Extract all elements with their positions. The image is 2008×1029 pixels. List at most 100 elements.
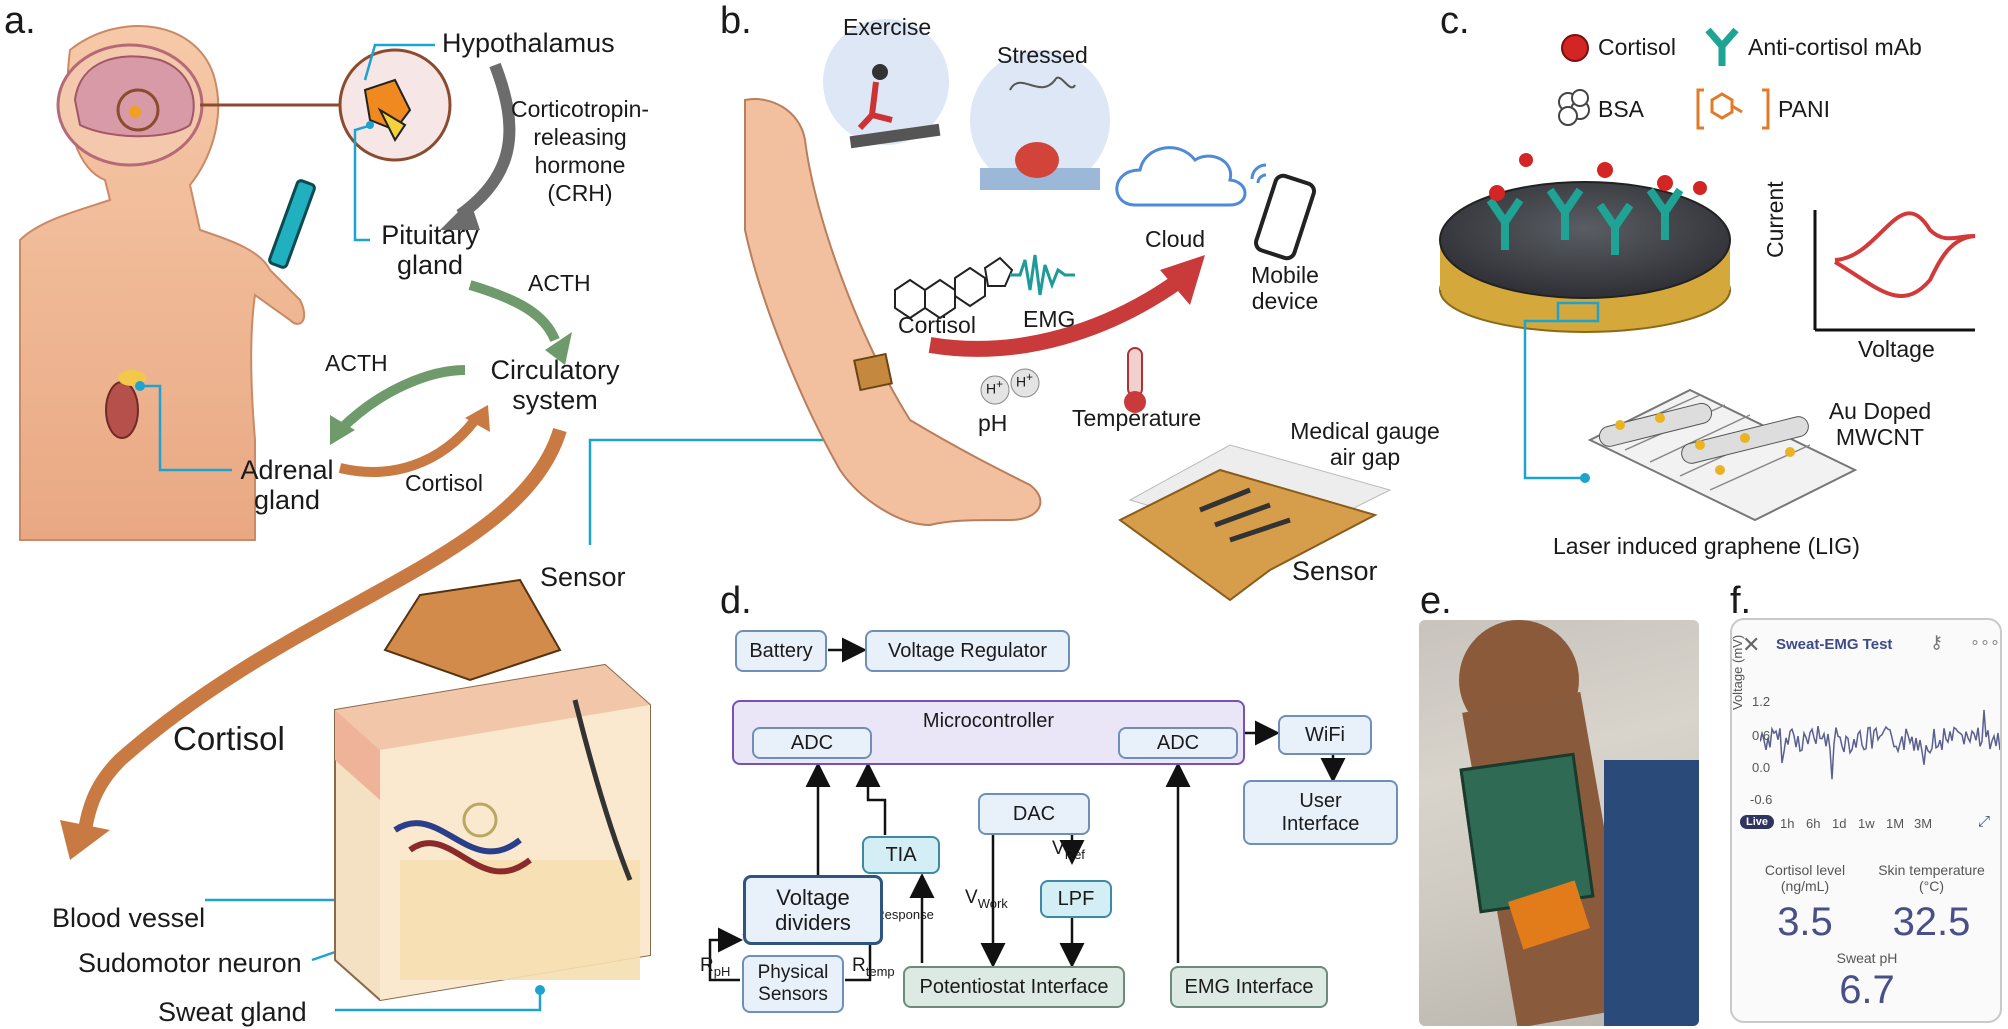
skin-temperature-value: 32.5	[1892, 900, 1971, 944]
vref-label: VRef	[1052, 838, 1085, 862]
temperature-label: Temperature	[1072, 405, 1202, 431]
app-title: Sweat-EMG Test	[1776, 636, 1893, 653]
acth-label-left: ACTH	[325, 350, 388, 376]
expand-icon[interactable]: ⤢	[1978, 813, 1991, 830]
antibody-legend-label: Anti-cortisol mAb	[1748, 34, 1922, 60]
key-icon[interactable]: ⚷	[1930, 632, 1944, 652]
graphene-mwcnt-illustration	[1587, 388, 1858, 522]
mobile-app-screen: ✕ Sweat-EMG Test ⚷ ∘∘∘ Voltage (mV) 1.2 …	[1730, 618, 2002, 1023]
sweat-ph-value: 6.7	[1839, 968, 1895, 1012]
cortisol-level-value: 3.5	[1777, 900, 1833, 944]
cv-plot	[1813, 210, 1976, 332]
rph-label: RpH	[700, 955, 731, 979]
block-diagram-wires	[708, 637, 1346, 982]
skin-temperature-label: Skin temperature(°C)	[1878, 862, 1985, 894]
tab-3m[interactable]: 3M	[1914, 816, 1933, 831]
panel-label-f: f.	[1730, 580, 1752, 622]
voltage-regulator-block: Voltage Regulator	[865, 630, 1070, 672]
close-icon[interactable]: ✕	[1742, 632, 1761, 657]
cortisol-small-label: Cortisol	[405, 470, 483, 496]
tab-1h[interactable]: 1h	[1780, 816, 1795, 831]
acth-arrow-right	[468, 280, 560, 343]
cloud-icon	[1115, 146, 1247, 207]
cortisol-legend-label: Cortisol	[1598, 34, 1676, 60]
dac-block: DAC	[978, 793, 1090, 835]
human-body-illustration	[19, 25, 316, 541]
antibody-legend-icon	[1705, 27, 1739, 66]
panel-label-d: d.	[720, 580, 752, 622]
adc-right-block: ADC	[1118, 727, 1238, 759]
cloud-label: Cloud	[1145, 226, 1206, 252]
cv-voltage-axis-label: Voltage	[1858, 336, 1935, 362]
cv-current-axis-label: Current	[1762, 181, 1788, 258]
cortisol-legend-icon	[1561, 34, 1589, 62]
panel-label-a: a.	[4, 0, 36, 42]
lig-electrode-disc	[1439, 153, 1731, 333]
blood-vessel-label: Blood vessel	[52, 903, 206, 933]
emg-signal-icon	[1010, 254, 1075, 296]
tab-1d[interactable]: 1d	[1832, 816, 1847, 831]
chart-y-axis-label: Voltage (mV)	[1730, 634, 1745, 710]
lig-label: Laser induced graphene (LIG)	[1553, 533, 1860, 559]
battery-block: Battery	[735, 630, 827, 672]
crh-arrow	[456, 62, 516, 220]
panel-label-c: c.	[1440, 0, 1470, 42]
vwork-label: VWork	[965, 887, 1008, 911]
wearable-device-photo	[1419, 620, 1699, 1026]
tab-1m[interactable]: 1M	[1886, 816, 1905, 831]
sensor-label-a: Sensor	[540, 562, 626, 592]
arm-illustration	[744, 98, 1042, 527]
y-tick-1: 1.2	[1752, 694, 1771, 709]
acth-label-right: ACTH	[528, 270, 591, 296]
emg-live-chart	[1760, 709, 2000, 780]
tab-live[interactable]: Live	[1740, 815, 1775, 829]
sweat-ph-label: Sweat pH	[1836, 950, 1898, 966]
bsa-legend-label: BSA	[1598, 96, 1645, 122]
cortisol-molecule-icon	[894, 256, 1014, 320]
lig-zoom-leader	[1523, 319, 1585, 480]
stressed-label: Stressed	[997, 42, 1088, 68]
y-tick-4: -0.6	[1750, 792, 1773, 807]
cortisol-arrow-big	[78, 427, 567, 832]
exercise-label: Exercise	[843, 14, 932, 40]
y-tick-2: 0.6	[1752, 728, 1771, 743]
wifi-block: WiFi	[1278, 715, 1372, 755]
tab-1w[interactable]: 1w	[1858, 816, 1875, 831]
sudomotor-neuron-label: Sudomotor neuron	[78, 948, 302, 978]
adc-left-block: ADC	[752, 727, 872, 759]
tab-6h[interactable]: 6h	[1806, 816, 1821, 831]
thermometer-icon	[1127, 347, 1143, 397]
acth-arrow-left	[336, 365, 466, 434]
cortisol-arrow-small	[338, 416, 479, 477]
emg-interface-block: EMG Interface	[1170, 966, 1328, 1008]
emg-label: EMG	[1023, 306, 1076, 332]
sweat-gland-label: Sweat gland	[158, 997, 307, 1027]
pani-legend-label: PANI	[1778, 96, 1830, 122]
cortisol-big-label: Cortisol	[173, 720, 285, 757]
sensor-patch-illustration	[1118, 444, 1392, 602]
tia-block: TIA	[862, 836, 940, 874]
ph-label-b: pH	[978, 410, 1008, 436]
more-options-icon[interactable]: ∘∘∘	[1970, 634, 2001, 651]
time-range-tabs: Live 1h 6h 1d 1w 1M 3M ⤢	[1740, 813, 1995, 835]
h-ion-label-2: H+	[1016, 371, 1033, 390]
potentiostat-interface-block: Potentiostat Interface	[903, 966, 1125, 1008]
hypothalamus-label: Hypothalamus	[442, 28, 615, 58]
pani-legend-icon	[1696, 88, 1770, 130]
cortisol-level-label: Cortisol level(ng/mL)	[1764, 862, 1846, 894]
exercise-bubble	[823, 19, 949, 145]
cortisol-label-b: Cortisol	[898, 312, 976, 338]
y-tick-3: 0.0	[1752, 760, 1771, 775]
skin-cross-section	[334, 578, 651, 1002]
